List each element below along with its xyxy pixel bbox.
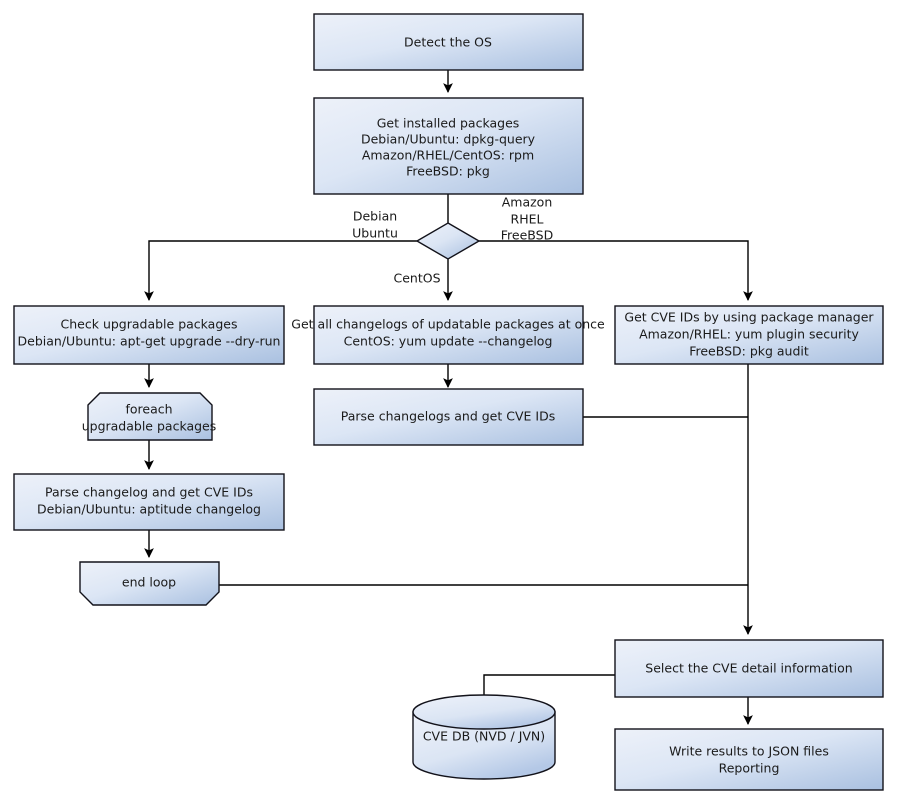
node-parse-changelog-label-1: Parse changelog and get CVE IDs — [45, 485, 253, 500]
node-get-installed-packages-label-2: Debian/Ubuntu: dpkg-query — [361, 132, 536, 147]
node-parse-changelogs-get-cve-ids[interactable]: Parse changelogs and get CVE IDs — [313, 388, 584, 446]
node-foreach-upgradable-packages[interactable]: foreach upgradable packages — [82, 392, 217, 441]
node-parse-changelogs-box[interactable] — [313, 388, 584, 446]
node-check-upgradable-packages-box[interactable] — [13, 305, 285, 365]
edge-label-centos: CentOS — [393, 271, 440, 286]
node-select-cve-detail-box[interactable] — [614, 639, 884, 698]
node-os-decision-diamond[interactable] — [415, 222, 481, 260]
node-parse-changelogs-label-1: Parse changelogs and get CVE IDs — [341, 409, 555, 424]
node-foreach-label-1: foreach — [125, 402, 172, 417]
node-cve-db-label-1: CVE DB (NVD / JVN) — [423, 729, 545, 744]
node-os-decision[interactable] — [415, 222, 481, 260]
node-detect-os-box[interactable] — [313, 13, 584, 71]
node-parse-changelog-get-cve-ids[interactable]: Parse changelog and get CVE IDs Debian/U… — [13, 473, 285, 531]
edge-label-ubuntu: Ubuntu — [352, 226, 398, 241]
node-parse-changelog-label-2: Debian/Ubuntu: aptitude changelog — [37, 502, 261, 517]
edge-label-freebsd: FreeBSD — [501, 228, 553, 243]
node-check-upgradable-packages-label-1: Check upgradable packages — [61, 317, 238, 332]
node-get-all-changelogs[interactable]: Get all changelogs of updatable packages… — [291, 305, 605, 365]
node-end-loop-label-1: end loop — [122, 575, 176, 590]
node-cve-db-top[interactable] — [412, 694, 556, 730]
node-detect-os-label-1: Detect the OS — [404, 35, 492, 50]
edge-decision-right — [479, 240, 753, 301]
edge-label-amazon-rhel-freebsd: Amazon RHEL FreeBSD — [501, 195, 553, 243]
node-get-cve-ids-package-manager-box[interactable] — [614, 305, 884, 365]
edge-decision-left — [144, 240, 417, 301]
node-get-all-changelogs-box[interactable] — [313, 305, 584, 365]
node-get-cve-ids-package-manager-label-3: FreeBSD: pkg audit — [689, 344, 809, 359]
node-parse-changelog-box[interactable] — [13, 473, 285, 531]
node-get-cve-ids-package-manager-label-2: Amazon/RHEL: yum plugin security — [639, 327, 859, 342]
node-get-installed-packages-label-1: Get installed packages — [377, 116, 520, 131]
node-get-installed-packages-label-3: Amazon/RHEL/CentOS: rpm — [362, 148, 534, 163]
node-get-installed-packages-box[interactable] — [313, 97, 584, 195]
node-cve-db[interactable]: CVE DB (NVD / JVN) — [412, 694, 556, 780]
node-write-results-label-2: Reporting — [719, 761, 780, 776]
node-select-cve-detail[interactable]: Select the CVE detail information — [614, 639, 884, 698]
node-get-cve-ids-package-manager[interactable]: Get CVE IDs by using package manager Ama… — [614, 305, 884, 365]
edge-label-amazon: Amazon — [502, 195, 553, 210]
edge-label-debian-ubuntu: Debian Ubuntu — [352, 209, 398, 241]
node-end-loop-shape[interactable] — [79, 561, 220, 606]
node-write-results-label-1: Write results to JSON files — [669, 744, 829, 759]
node-detect-os[interactable]: Detect the OS — [313, 13, 584, 71]
node-cve-db-body[interactable] — [412, 711, 556, 780]
node-foreach-upgradable-packages-shape[interactable] — [87, 392, 213, 441]
node-end-loop[interactable]: end loop — [79, 561, 220, 606]
node-get-all-changelogs-label-2: CentOS: yum update --changelog — [344, 334, 553, 349]
node-check-upgradable-packages[interactable]: Check upgradable packages Debian/Ubuntu:… — [13, 305, 285, 365]
node-get-cve-ids-package-manager-label-1: Get CVE IDs by using package manager — [624, 310, 874, 325]
node-select-cve-detail-label-1: Select the CVE detail information — [645, 661, 852, 676]
edge-label-centos-text: CentOS — [393, 271, 440, 286]
node-check-upgradable-packages-label-2: Debian/Ubuntu: apt-get upgrade --dry-run — [18, 334, 281, 349]
edge-label-debian: Debian — [353, 209, 397, 224]
node-foreach-label-2: upgradable packages — [82, 419, 217, 434]
node-write-results-box[interactable] — [614, 728, 884, 791]
node-get-all-changelogs-label-1: Get all changelogs of updatable packages… — [291, 317, 605, 332]
node-write-results[interactable]: Write results to JSON files Reporting — [614, 728, 884, 791]
node-get-installed-packages-label-4: FreeBSD: pkg — [406, 164, 490, 179]
node-get-installed-packages[interactable]: Get installed packages Debian/Ubuntu: dp… — [313, 97, 584, 195]
edge-label-rhel: RHEL — [511, 212, 544, 227]
